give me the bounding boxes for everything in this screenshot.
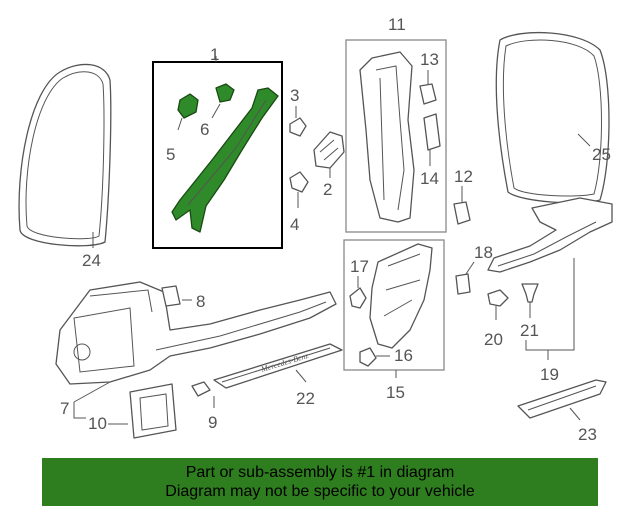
part-15-lower-b-pillar-trim[interactable] [369,243,433,349]
callout-1: 1 [210,45,219,64]
callout-2: 2 [323,180,332,199]
part-8-clip[interactable] [161,285,181,307]
callout-24: 24 [82,251,101,270]
part-5-clip[interactable] [177,93,199,119]
part-6-clip[interactable] [215,83,235,103]
banner-line-2: Diagram may not be specific to your vehi… [165,483,475,500]
leader-6 [211,103,221,119]
callout-15: 15 [386,383,405,402]
part-3-clip[interactable] [289,117,307,137]
leader-19 [525,258,575,351]
part-23-rear-sill-plate[interactable] [517,379,607,419]
callout-5: 5 [166,145,175,164]
part-22-sill-plate[interactable]: Mercedes-Benz [213,343,343,389]
leader-23 [569,407,581,421]
part-9-clip[interactable] [191,381,211,397]
callout-25: 25 [592,145,611,164]
callout-4: 4 [290,215,299,234]
highlight-box-part-1 [152,61,283,249]
callout-11: 11 [388,15,406,34]
callout-14: 14 [420,169,439,188]
leader-25 [577,133,591,147]
part-10-cover[interactable] [129,383,177,439]
part-14-bracket[interactable] [423,113,441,151]
part-13-clip[interactable] [419,83,437,105]
part-1-a-pillar-trim[interactable] [171,83,279,233]
part-21-clip[interactable] [521,283,539,303]
callout-20: 20 [484,330,503,349]
callout-12: 12 [454,167,473,186]
callout-16: 16 [394,346,413,365]
part-11-b-pillar-trim[interactable] [359,51,415,223]
banner-line-1: Part or sub-assembly is #1 in diagram [185,464,455,481]
callout-23: 23 [578,425,597,444]
leader-18 [465,261,475,275]
callout-3: 3 [290,86,299,105]
callout-17: 17 [350,257,369,276]
parts-diagram: 24 1 5 6 3 2 4 11 13 14 [18,15,613,444]
part-2-bracket[interactable] [313,131,345,169]
callout-19: 19 [540,365,559,384]
callout-21: 21 [520,321,539,340]
callout-8: 8 [196,292,205,311]
part-19-c-pillar-trim[interactable] [487,197,613,273]
leader-5 [177,117,183,131]
part-4-clip[interactable] [289,171,309,193]
leader-7 [73,381,111,403]
part-12-clip[interactable] [453,201,471,225]
callout-9: 9 [208,413,217,432]
callout-13: 13 [420,50,439,69]
group-box-11 [345,39,447,233]
part-16-clip[interactable] [359,347,377,367]
part-24-door-seal[interactable] [18,63,112,247]
callout-7: 7 [60,399,69,418]
part-18-clip[interactable] [455,273,471,295]
part-17-clip[interactable] [349,287,367,309]
callout-18: 18 [474,243,493,262]
leader-22 [295,369,307,383]
callout-6: 6 [200,120,209,139]
leader-7-10 [73,402,86,419]
group-box-15 [343,239,445,371]
part-25-rear-door-seal[interactable] [495,32,610,204]
part-20-clip[interactable] [487,289,509,307]
callout-10: 10 [88,414,107,433]
notice-banner: Part or sub-assembly is #1 in diagram Di… [42,458,598,506]
callout-22: 22 [296,389,315,408]
